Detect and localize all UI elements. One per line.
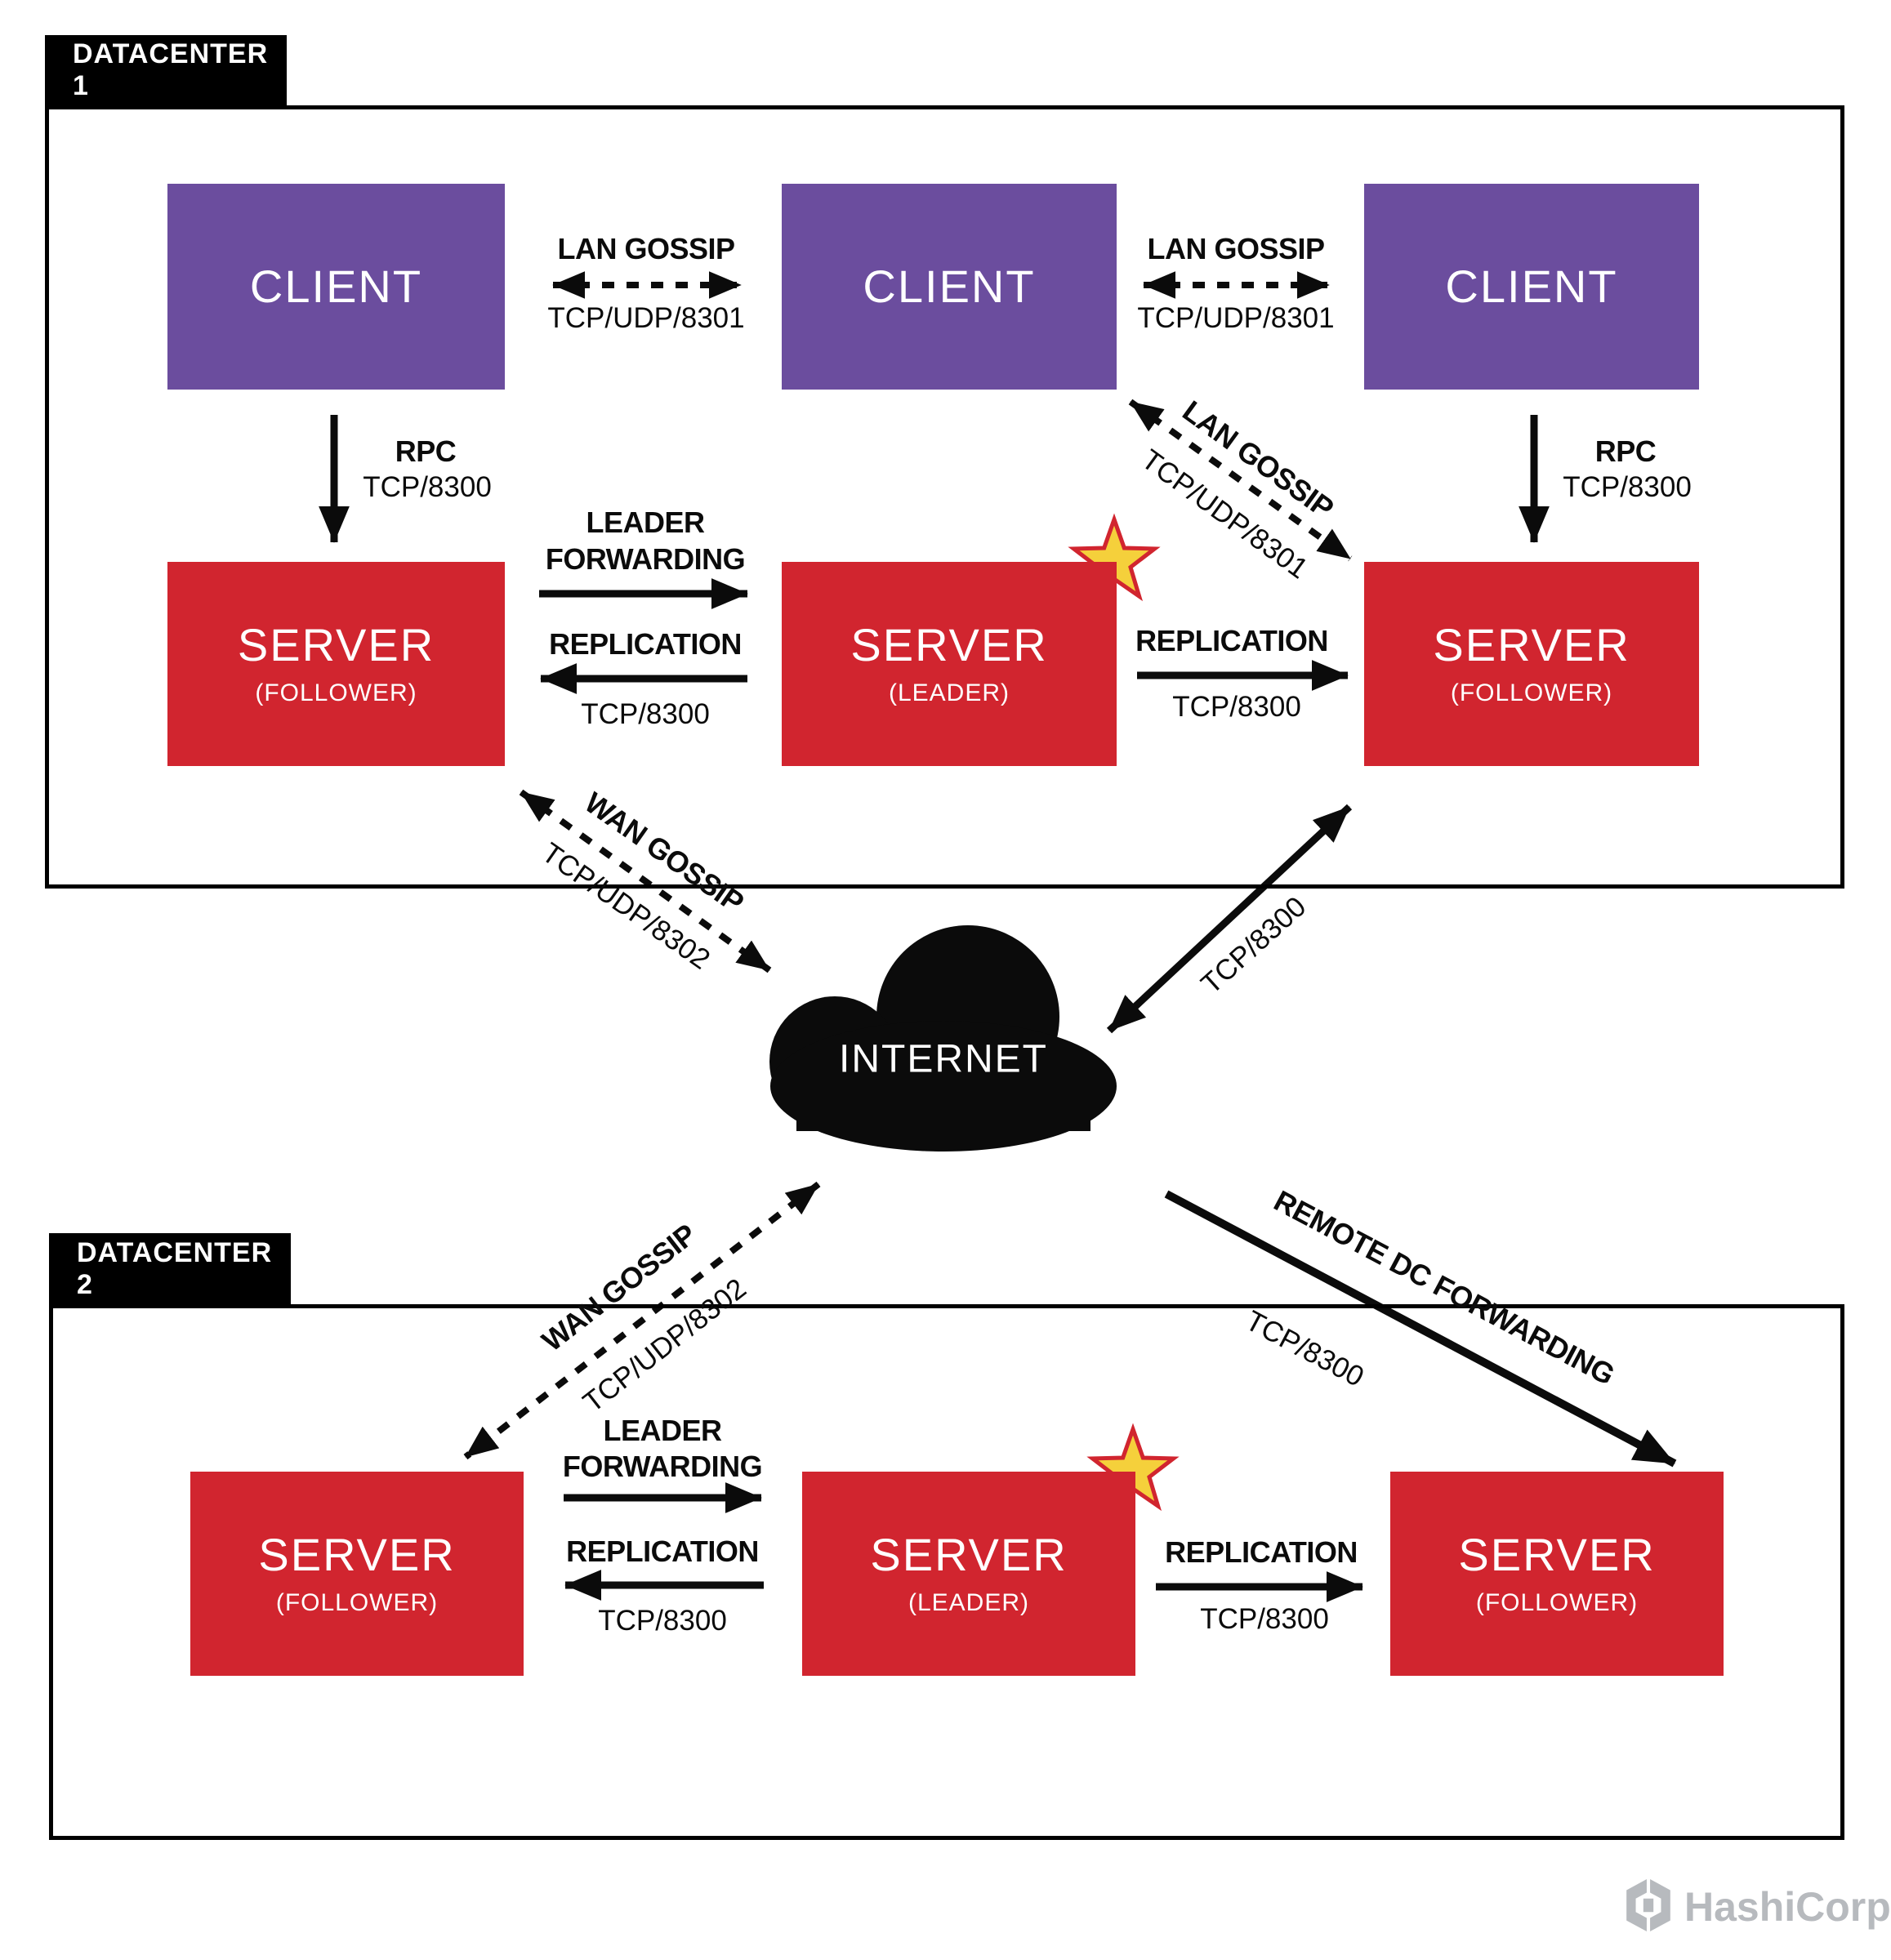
client-node-2: CLIENT xyxy=(782,184,1117,390)
server-node-dc2-follower-1: SERVER (FOLLOWER) xyxy=(190,1472,524,1676)
server-node-dc2-leader: SERVER (LEADER) xyxy=(802,1472,1135,1676)
server-role: (FOLLOWER) xyxy=(1475,1589,1639,1616)
server-label: SERVER xyxy=(1458,1529,1656,1580)
replication-port-left-dc1: TCP/8300 xyxy=(581,698,710,730)
replication-port-right-dc2: TCP/8300 xyxy=(1200,1603,1329,1635)
replication-title-right-dc1: REPLICATION xyxy=(1135,624,1328,657)
client-2-label: CLIENT xyxy=(863,261,1036,312)
client-3-label: CLIENT xyxy=(1445,261,1618,312)
server-role: (FOLLOWER) xyxy=(275,1589,439,1616)
lan-gossip-port-2: TCP/UDP/8301 xyxy=(1137,302,1335,334)
server-label: SERVER xyxy=(850,619,1048,670)
server-node-dc1-leader: SERVER (LEADER) xyxy=(782,562,1117,766)
server-label: SERVER xyxy=(237,619,435,670)
lan-gossip-title-2: LAN GOSSIP xyxy=(1147,232,1325,265)
server-node-dc1-follower-2: SERVER (FOLLOWER) xyxy=(1364,562,1699,766)
server-role: (LEADER) xyxy=(888,679,1010,706)
datacenter2-tag: DATACENTER 2 xyxy=(49,1233,291,1304)
lan-gossip-title-1: LAN GOSSIP xyxy=(557,232,735,265)
client-node-3: CLIENT xyxy=(1364,184,1699,390)
datacenter2-label: DATACENTER 2 xyxy=(77,1236,273,1300)
server-node-dc1-follower-1: SERVER (FOLLOWER) xyxy=(167,562,505,766)
rpc-title-left: RPC xyxy=(395,434,457,468)
datacenter2-boundary xyxy=(49,1304,1844,1840)
internet-label: INTERNET xyxy=(839,1037,1048,1081)
rpc-title-right: RPC xyxy=(1594,434,1657,468)
leader-forwarding-line1-dc2: LEADER xyxy=(603,1414,722,1447)
datacenter1-boundary xyxy=(45,105,1844,889)
rpc-port-left: TCP/8300 xyxy=(363,471,492,503)
datacenter1-label: DATACENTER 1 xyxy=(73,38,269,101)
server-label: SERVER xyxy=(870,1529,1068,1580)
lan-gossip-port-1: TCP/UDP/8301 xyxy=(547,302,745,334)
replication-title-right-dc2: REPLICATION xyxy=(1165,1535,1358,1569)
leader-forwarding-line1-dc1: LEADER xyxy=(586,506,705,539)
datacenter1-tag: DATACENTER 1 xyxy=(45,35,287,105)
leader-forwarding-line2-dc2: FORWARDING xyxy=(562,1450,763,1483)
replication-title-left-dc1: REPLICATION xyxy=(549,627,742,661)
replication-port-right-dc1: TCP/8300 xyxy=(1172,691,1301,723)
server-role: (FOLLOWER) xyxy=(1450,679,1613,706)
replication-title-left-dc2: REPLICATION xyxy=(566,1535,759,1568)
internet-link-port: TCP/8300 xyxy=(1195,890,1313,1000)
client-node-1: CLIENT xyxy=(167,184,505,390)
server-label: SERVER xyxy=(258,1529,456,1580)
leader-forwarding-line2-dc1: FORWARDING xyxy=(545,542,746,576)
client-1-label: CLIENT xyxy=(249,261,423,312)
server-label: SERVER xyxy=(1433,619,1630,670)
server-node-dc2-follower-2: SERVER (FOLLOWER) xyxy=(1390,1472,1724,1676)
hashicorp-logo-icon xyxy=(1626,1879,1670,1931)
rpc-port-right: TCP/8300 xyxy=(1563,471,1692,503)
server-role: (LEADER) xyxy=(908,1589,1030,1616)
server-role: (FOLLOWER) xyxy=(255,679,417,706)
hashicorp-logo-text: HashiCorp xyxy=(1684,1884,1891,1930)
replication-port-left-dc2: TCP/8300 xyxy=(598,1605,727,1637)
